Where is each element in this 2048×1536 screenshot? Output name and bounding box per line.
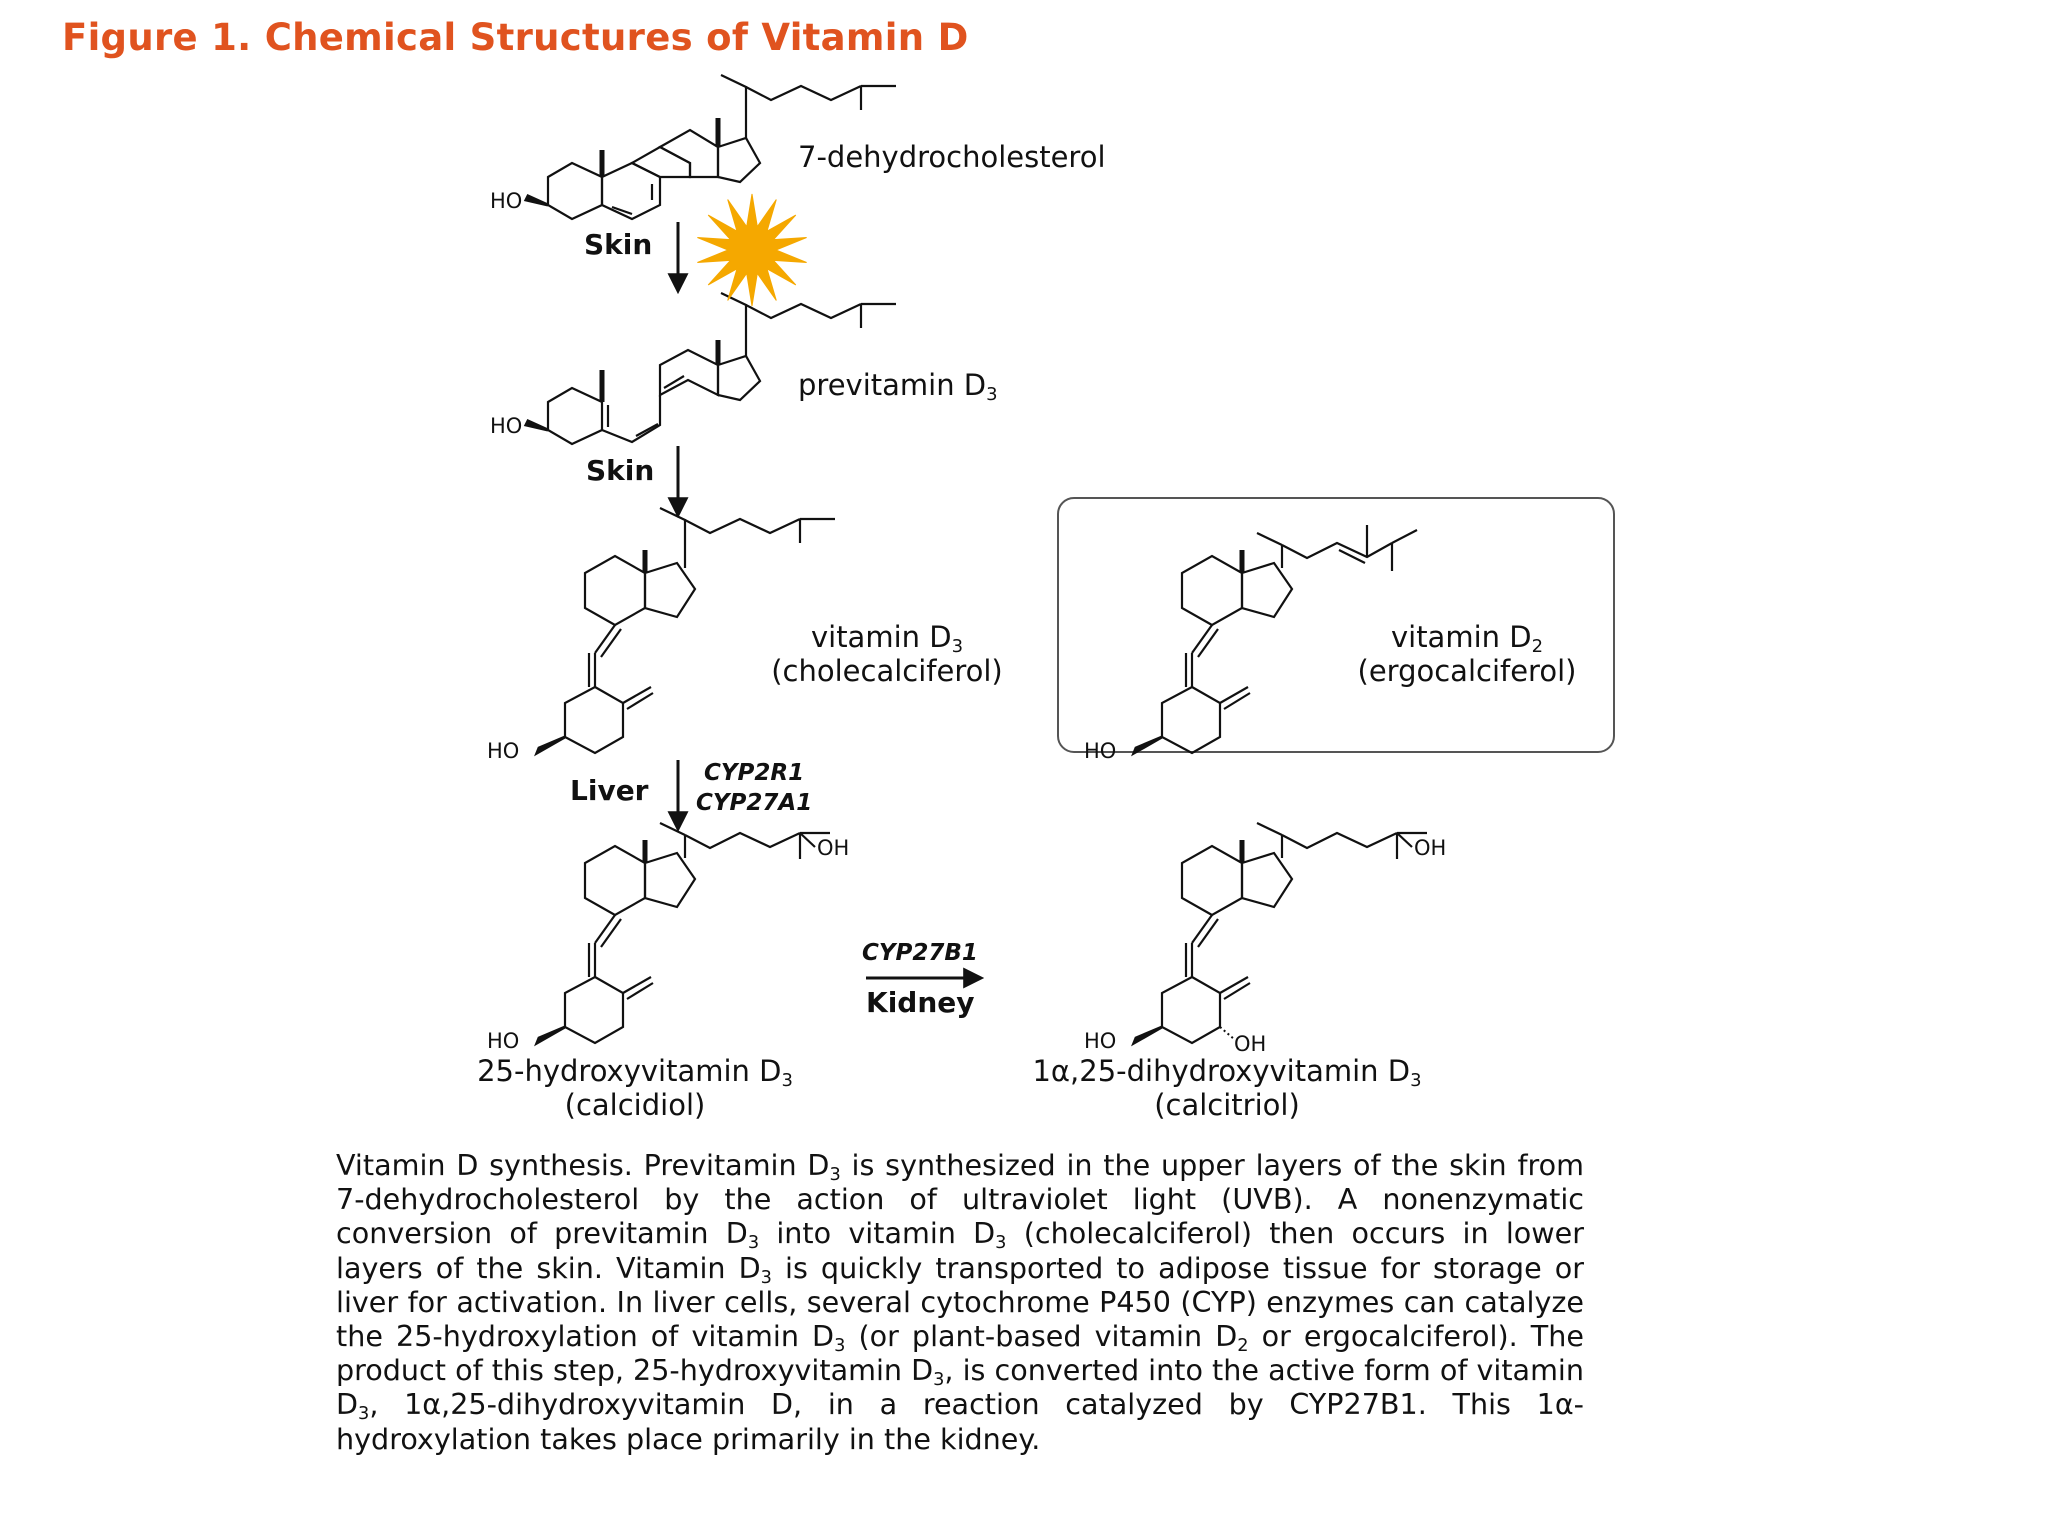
molecule-calcidiol: OH HO bbox=[487, 822, 849, 1053]
ho-label: HO bbox=[490, 414, 522, 438]
vitamin-d2-box bbox=[1057, 497, 1615, 753]
sun-icon bbox=[697, 193, 807, 307]
label-alt: (cholecalciferol) bbox=[771, 654, 1003, 688]
label-main: 25-hydroxyvitamin D bbox=[477, 1054, 782, 1088]
ho-label: HO bbox=[487, 1029, 519, 1053]
oh-label: OH bbox=[817, 836, 849, 860]
label-previtamin-d3: previtamin D3 bbox=[798, 368, 998, 406]
label-main: vitamin D bbox=[1390, 620, 1532, 654]
step-liver: Liver bbox=[570, 774, 649, 807]
label-alt: (ergocalciferol) bbox=[1357, 654, 1577, 688]
figure-caption: Vitamin D synthesis. Previtamin D3 is sy… bbox=[336, 1148, 1585, 1456]
label-subscript: 3 bbox=[781, 1070, 793, 1092]
step-skin-1: Skin bbox=[584, 228, 653, 261]
molecule-vitamin-d3: HO bbox=[487, 506, 837, 763]
enzyme-cyp27b1: CYP27B1 bbox=[862, 940, 978, 966]
label-calcitriol: 1α,25-dihydroxyvitamin D3 (calcitriol) bbox=[972, 1054, 1482, 1122]
label-alt: (calcidiol) bbox=[564, 1088, 706, 1122]
ho-label: HO bbox=[1084, 1029, 1116, 1053]
label-alt: (calcitriol) bbox=[1154, 1088, 1300, 1122]
oh-ring-label: OH bbox=[1234, 1032, 1266, 1056]
label-subscript: 3 bbox=[1410, 1070, 1422, 1092]
ho-label: HO bbox=[1084, 739, 1116, 763]
molecule-previtamin-d3: HO bbox=[490, 291, 898, 446]
molecule-calcitriol: OH OH HO bbox=[1084, 822, 1446, 1056]
label-main: previtamin D bbox=[798, 368, 987, 402]
ho-label: HO bbox=[487, 739, 519, 763]
molecule-7-dehydrocholesterol: HO bbox=[490, 73, 898, 221]
label-calcidiol: 25-hydroxyvitamin D3 (calcidiol) bbox=[440, 1054, 830, 1122]
label-subscript: 3 bbox=[951, 636, 964, 658]
label-vitamin-d3: vitamin D3 (cholecalciferol) bbox=[742, 620, 1032, 688]
step-skin-2: Skin bbox=[586, 454, 655, 487]
oh-label: OH bbox=[1414, 836, 1446, 860]
label-subscript: 3 bbox=[986, 384, 998, 406]
label-7-dehydrocholesterol: 7-dehydrocholesterol bbox=[798, 140, 1106, 174]
label-subscript: 2 bbox=[1531, 636, 1544, 658]
step-kidney: Kidney bbox=[866, 986, 975, 1019]
molecule-vitamin-d2: HO bbox=[1084, 525, 1418, 763]
enzyme-cyp27a1: CYP27A1 bbox=[696, 790, 813, 816]
label-main: vitamin D bbox=[810, 620, 952, 654]
label-main: 1α,25-dihydroxyvitamin D bbox=[1032, 1054, 1411, 1088]
ho-label: HO bbox=[490, 189, 522, 213]
figure-title: Figure 1. Chemical Structures of Vitamin… bbox=[62, 16, 969, 59]
enzyme-cyp2r1: CYP2R1 bbox=[704, 760, 805, 786]
label-vitamin-d2: vitamin D2 (ergocalciferol) bbox=[1332, 620, 1602, 688]
